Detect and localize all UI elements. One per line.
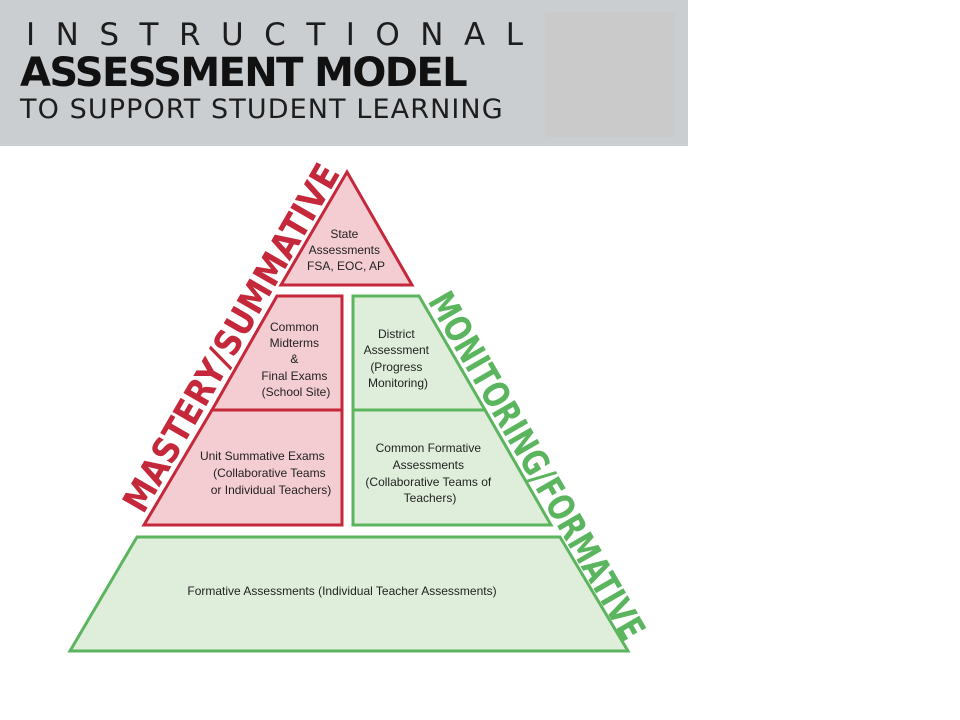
- district-line-2: Assessment: [364, 343, 430, 357]
- state-line-2: Assessments: [309, 243, 380, 257]
- text-unit-summative: Unit Summative Exams (Collaborative Team…: [200, 449, 331, 497]
- midterms-line-4: Final Exams: [261, 369, 327, 383]
- midterms-line-5: (School Site): [262, 385, 331, 399]
- title-line-assessment-model: ASSESSMENT MODEL: [20, 50, 468, 96]
- common-formative-line-4: Teachers): [404, 491, 457, 505]
- formative-line-1: Formative Assessments (Individual Teache…: [187, 584, 496, 598]
- unit-line-2: (Collaborative Teams: [213, 466, 326, 480]
- state-line-1: State: [330, 227, 358, 241]
- state-line-3: FSA, EOC, AP: [307, 259, 385, 273]
- unit-line-3: or Individual Teachers): [211, 483, 332, 497]
- midterms-line-1: Common: [270, 320, 319, 334]
- text-common-midterms: Common Midterms & Final Exams (School Si…: [261, 320, 330, 399]
- midterms-line-3: &: [290, 352, 298, 366]
- district-line-1: District: [378, 327, 415, 341]
- text-common-formative: Common Formative Assessments (Collaborat…: [365, 441, 494, 505]
- midterms-line-2: Midterms: [270, 336, 319, 350]
- cell-formative-assessments: [67, 535, 631, 653]
- common-formative-line-3: (Collaborative Teams of: [365, 475, 492, 489]
- unit-line-1: Unit Summative Exams: [200, 449, 325, 463]
- cell-common-formative: [351, 408, 554, 527]
- text-state-assessments: State Assessments FSA, EOC, AP: [307, 227, 385, 273]
- title-line-instructional: INSTRUCTIONAL: [26, 17, 544, 53]
- common-formative-line-1: Common Formative: [376, 441, 482, 455]
- header-banner: INSTRUCTIONAL ASSESSMENT MODEL TO SUPPOR…: [0, 0, 688, 146]
- banner-image-placeholder: [545, 12, 675, 137]
- title-line-support: TO SUPPORT STUDENT LEARNING: [20, 94, 504, 125]
- district-line-3: (Progress: [370, 360, 422, 374]
- cell-unit-summative: [141, 408, 344, 527]
- text-formative-assessments: Formative Assessments (Individual Teache…: [187, 584, 496, 598]
- cell-state-assessments: [278, 169, 415, 287]
- district-line-4: Monitoring): [368, 376, 428, 390]
- common-formative-line-2: Assessments: [393, 458, 464, 472]
- text-district-assessment: District Assessment (Progress Monitoring…: [364, 327, 433, 390]
